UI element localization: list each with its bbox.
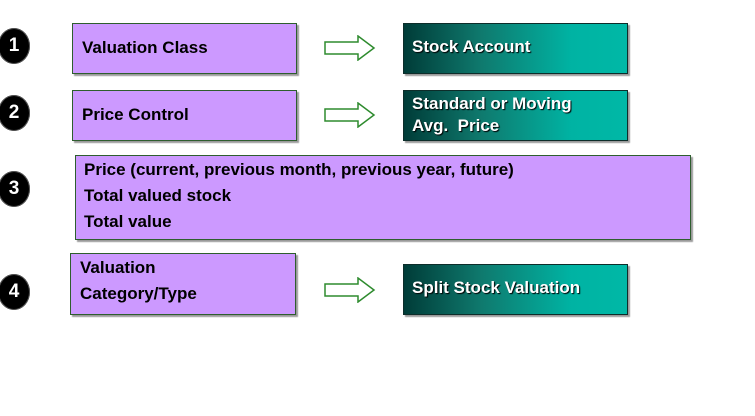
target-box-text: Split Stock Valuation <box>412 278 581 297</box>
step-number-badge: 3 <box>0 171 30 207</box>
source-box-text-line-3: Total value <box>84 212 172 231</box>
source-box-text-line-2: Category/Type <box>80 284 197 303</box>
target-box-text-line-1: Standard or Moving <box>412 94 572 113</box>
step-number-badge: 4 <box>0 274 30 310</box>
right-block-arrow-icon <box>324 102 376 128</box>
step-number-label: 2 <box>8 102 20 123</box>
source-box-text: Valuation Class <box>82 38 208 57</box>
source-box-text-line-1: Valuation <box>80 258 156 277</box>
step-number-label: 1 <box>8 35 20 56</box>
target-box-text: Stock Account <box>412 37 531 56</box>
right-block-arrow-icon <box>324 35 376 61</box>
target-box-stock-account: Stock Account <box>403 23 628 74</box>
source-box-text-line-1: Price (current, previous month, previous… <box>84 160 514 179</box>
target-box-split-stock-valuation: Split Stock Valuation <box>403 264 628 315</box>
step-number-badge: 1 <box>0 28 30 64</box>
step-number-label: 4 <box>8 281 20 302</box>
source-box-price-control: Price Control <box>72 90 297 141</box>
source-box-text-line-2: Total valued stock <box>84 186 232 205</box>
source-box-valuation-category-type: Valuation Category/Type <box>70 253 296 315</box>
step-number-badge: 2 <box>0 95 30 131</box>
source-box-price-details: Price (current, previous month, previous… <box>75 155 691 240</box>
target-box-standard-or-moving-price: Standard or Moving Avg. Price <box>403 90 628 141</box>
right-block-arrow-icon <box>324 277 376 303</box>
source-box-valuation-class: Valuation Class <box>72 23 297 74</box>
target-box-text-line-2: Avg. Price <box>412 116 500 135</box>
step-number-label: 3 <box>8 178 20 199</box>
source-box-text: Price Control <box>82 105 189 124</box>
